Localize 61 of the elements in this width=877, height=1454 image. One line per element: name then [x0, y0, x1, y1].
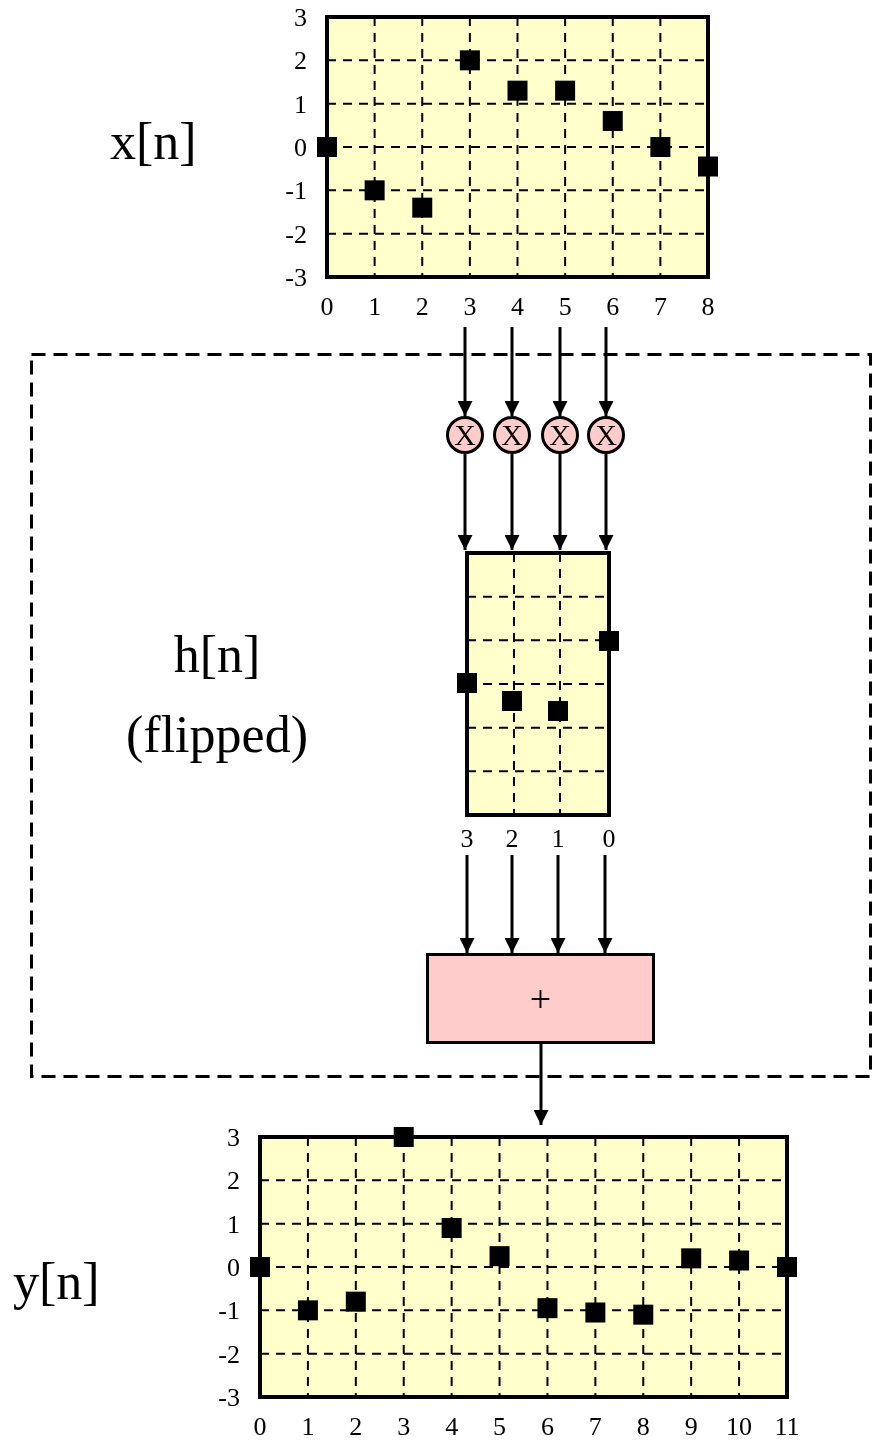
arrow: [459, 855, 475, 953]
tick-label: -2: [218, 1339, 240, 1369]
arrow: [457, 327, 473, 416]
arrow: [533, 1044, 549, 1125]
multiplier-circle: X: [493, 416, 531, 454]
tick-label: 2: [294, 46, 307, 76]
system-boundary: [30, 353, 872, 1078]
arrow: [598, 454, 614, 550]
tick-label: 0: [320, 292, 334, 321]
tick-label: 4: [511, 292, 524, 321]
tick-label: -3: [218, 1383, 240, 1412]
tick-label: 3: [397, 1412, 411, 1441]
signal-label: x[n]: [110, 113, 197, 171]
tick-label: -2: [285, 219, 307, 249]
tick-label: 3: [460, 824, 474, 853]
tick-label: 0: [227, 1253, 240, 1282]
tick-label: 0: [253, 1412, 267, 1441]
node-label: h[n] (flipped): [125, 625, 309, 765]
multiplier-circle: X: [587, 416, 625, 454]
tick-label: 5: [493, 1412, 507, 1441]
arrow: [550, 855, 566, 953]
multiplier-circle: X: [541, 416, 579, 454]
tick-label: 3: [227, 1123, 240, 1152]
signal-label: y[n]: [13, 1253, 100, 1311]
tick-label: -1: [285, 176, 307, 206]
arrow: [598, 327, 614, 416]
tick-label: 1: [368, 292, 382, 321]
arrow: [597, 855, 613, 953]
tick-label: 7: [588, 1412, 602, 1441]
tick-label: -3: [285, 263, 307, 292]
arrow: [457, 454, 473, 550]
tick-label: 10: [726, 1412, 753, 1441]
tick-label: 2: [505, 824, 519, 853]
arrow: [552, 327, 568, 416]
tick-label: 5: [558, 292, 572, 321]
tick-label: 8: [701, 292, 715, 321]
arrow: [504, 327, 520, 416]
tick-label: 2: [415, 292, 429, 321]
tick-label: 4: [445, 1412, 459, 1441]
tick-label: 1: [227, 1209, 240, 1239]
tick-label: 9: [684, 1412, 698, 1441]
tick-label: 3: [463, 292, 477, 321]
adder-box: +: [426, 953, 655, 1044]
tick-label: 1: [301, 1412, 315, 1441]
tick-label: -1: [218, 1296, 240, 1326]
arrow: [504, 855, 520, 953]
tick-label: 1: [551, 824, 565, 853]
tick-label: 7: [653, 292, 667, 321]
tick-label: 2: [227, 1166, 240, 1196]
tick-label: 8: [636, 1412, 650, 1441]
multiplier-circle: X: [446, 416, 484, 454]
tick-label: 0: [294, 133, 307, 162]
tick-label: 6: [540, 1412, 554, 1441]
tick-label: 11: [774, 1412, 800, 1441]
tick-label: 2: [349, 1412, 363, 1441]
arrow: [552, 454, 568, 550]
tick-label: 1: [294, 89, 307, 119]
arrow: [504, 454, 520, 550]
tick-label: 0: [602, 824, 616, 853]
tick-label: 6: [606, 292, 620, 321]
tick-label: 3: [294, 3, 307, 32]
